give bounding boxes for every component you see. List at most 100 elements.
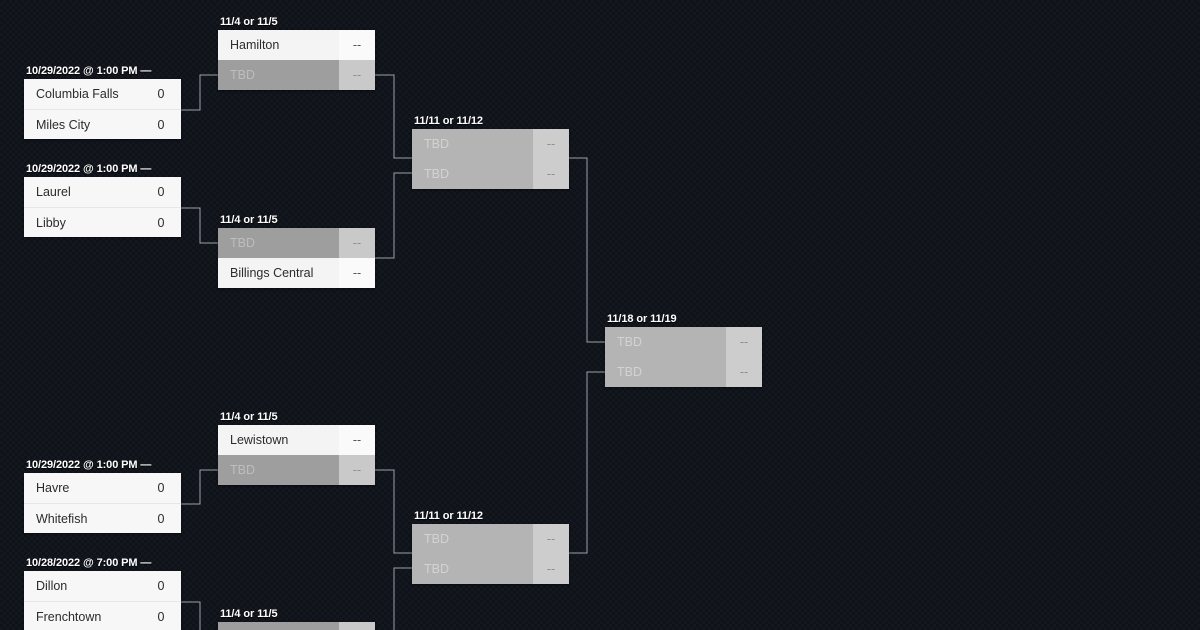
team-name: Billings Central <box>230 266 314 280</box>
team-score: -- <box>339 622 375 630</box>
team-score: -- <box>726 357 762 387</box>
team-name: Whitefish <box>36 511 88 526</box>
team-score: -- <box>726 327 762 357</box>
team-score: -- <box>339 425 375 455</box>
team-name: TBD <box>424 562 449 576</box>
connector-line <box>375 172 412 259</box>
team-score: -- <box>533 129 569 159</box>
match-team-row[interactable]: TBD -- <box>218 228 375 258</box>
connector-line <box>181 469 218 505</box>
team-name: TBD <box>617 335 642 349</box>
match-box[interactable]: TBD--TBD-- <box>412 524 569 584</box>
team-score: -- <box>339 258 375 288</box>
team-name: Lewistown <box>230 433 289 447</box>
team-name: TBD <box>424 532 449 546</box>
team-score: -- <box>339 30 375 60</box>
match-team-row[interactable]: Havre 0 <box>24 473 181 503</box>
connector-line <box>375 74 412 159</box>
match-team-row[interactable]: TBD-- <box>412 554 569 584</box>
team-name: Dillon <box>36 579 68 593</box>
match-team-row[interactable]: Frenchtown 0 <box>24 601 181 630</box>
team-score: 0 <box>157 609 165 624</box>
team-name: TBD <box>230 236 255 250</box>
match-team-row[interactable]: Libby 0 <box>24 207 181 237</box>
connector-line <box>181 74 218 111</box>
team-name: Libby <box>36 215 66 230</box>
match-date-label: 11/18 or 11/19 <box>607 313 677 325</box>
match-date-label: 10/29/2022 @ 1:00 PM — <box>26 163 152 175</box>
match-date-label: 11/4 or 11/5 <box>220 16 278 28</box>
match-date-label: 10/29/2022 @ 1:00 PM — <box>26 459 152 471</box>
team-score: 0 <box>157 579 165 593</box>
connector-line <box>181 207 218 244</box>
match-team-row[interactable]: TBD -- <box>605 327 762 357</box>
match-team-row[interactable]: Laurel 0 <box>24 177 181 207</box>
match-date-label: 11/4 or 11/5 <box>220 608 278 620</box>
match-team-row[interactable]: TBD -- <box>605 357 762 387</box>
match-team-row[interactable]: TBD-- <box>412 159 569 189</box>
match-team-row[interactable]: TBD -- <box>412 524 569 554</box>
team-name: TBD <box>230 463 255 477</box>
match-date-label: 11/4 or 11/5 <box>220 411 278 423</box>
connector-line <box>569 157 605 343</box>
connector-line <box>393 567 412 630</box>
team-name: Miles City <box>36 117 91 132</box>
team-score: 0 <box>157 185 165 199</box>
team-name: Hamilton <box>230 38 280 52</box>
match-team-row[interactable]: TBD -- <box>218 455 375 485</box>
match-team-row[interactable]: Whitefish 0 <box>24 503 181 533</box>
team-score: 0 <box>157 511 165 526</box>
match-team-row[interactable]: Lewistown -- <box>218 425 375 455</box>
match-date-label: 11/11 or 11/12 <box>414 115 483 127</box>
match-team-row[interactable]: Hamilton -- <box>218 30 375 60</box>
team-name: TBD <box>230 68 255 82</box>
team-name: Havre <box>36 481 70 495</box>
team-score: -- <box>339 228 375 258</box>
match-team-row[interactable]: Dillon 0 <box>24 571 181 601</box>
match-box[interactable]: Hamilton -- TBD -- <box>218 30 375 90</box>
match-box[interactable]: Lewistown -- TBD -- <box>218 425 375 485</box>
match-date-label: 11/4 or 11/5 <box>220 214 278 226</box>
team-name: Frenchtown <box>36 609 102 624</box>
match-team-row[interactable]: TBD -- <box>218 60 375 90</box>
match-team-row[interactable]: TBD-- <box>218 622 375 630</box>
team-score: -- <box>339 60 375 90</box>
team-name: Laurel <box>36 185 71 199</box>
match-team-row[interactable]: Billings Central -- <box>218 258 375 288</box>
team-score: 0 <box>157 87 165 101</box>
match-date-label: 11/11 or 11/12 <box>414 510 483 522</box>
team-score: 0 <box>157 117 165 132</box>
match-box[interactable]: TBD -- TBD -- <box>605 327 762 387</box>
team-score: -- <box>533 159 569 189</box>
match-date-label: 10/29/2022 @ 1:00 PM — <box>26 65 152 77</box>
team-score: -- <box>533 524 569 554</box>
match-box[interactable]: TBD -- Billings Central -- <box>218 228 375 288</box>
match-box[interactable]: TBD--TBD-- <box>412 129 569 189</box>
team-score: 0 <box>157 215 165 230</box>
match-box[interactable]: TBD--TBD-- <box>218 622 375 630</box>
team-score: -- <box>339 455 375 485</box>
match-team-row[interactable]: TBD -- <box>412 129 569 159</box>
team-name: TBD <box>424 137 449 151</box>
connector-line <box>375 469 412 554</box>
team-score: 0 <box>157 481 165 495</box>
team-name: TBD <box>617 365 642 379</box>
match-team-row[interactable]: Miles City 0 <box>24 109 181 139</box>
